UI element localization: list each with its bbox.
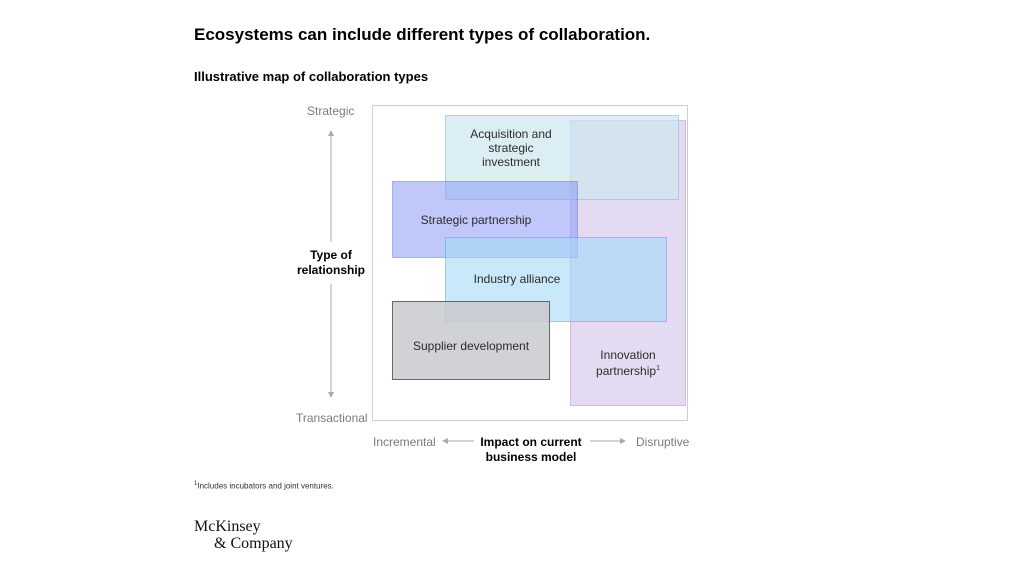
chart-frame [372, 105, 688, 421]
footnote-marker: 1 [194, 481, 198, 487]
innovation-footnote-marker: 1 [656, 365, 660, 372]
x-axis-left-label: Incremental [373, 435, 436, 449]
y-axis-title-line1: Type of [310, 248, 352, 262]
innovation-label-line2: partnership [596, 364, 657, 378]
y-axis-bottom-label: Transactional [296, 411, 368, 425]
page-title: Ecosystems can include different types o… [194, 25, 651, 44]
footnote-text: Includes incubators and joint ventures. [197, 481, 334, 491]
innovation-partnership-label: Innovation partnership1 [596, 348, 660, 378]
supplier-development-box [392, 301, 550, 380]
y-axis-title: Type of relationship [290, 248, 372, 278]
mckinsey-logo: McKinsey & Company [194, 518, 293, 552]
acquisition-label-line2: strategic [488, 141, 534, 155]
x-axis-right-label: Disruptive [636, 435, 690, 449]
innovation-label-line1: Innovation [600, 348, 656, 362]
x-axis-title-line2: business model [485, 450, 577, 464]
logo-line2: & Company [214, 535, 293, 552]
x-axis-title: Impact on current business model [475, 435, 587, 465]
acquisition-label-line1: Acquisition and [470, 127, 552, 141]
chart-subtitle: Illustrative map of collaboration types [194, 69, 429, 84]
y-axis-top-label: Strategic [307, 104, 355, 118]
industry-alliance-label: Industry alliance [473, 272, 561, 286]
y-axis-title-line2: relationship [296, 263, 365, 277]
footnote: 1Includes incubators and joint ventures. [194, 481, 334, 491]
strategic-partnership-label: Strategic partnership [420, 213, 532, 227]
acquisition-label: Acquisition and strategic investment [470, 127, 551, 169]
supplier-development-label: Supplier development [412, 339, 530, 353]
acquisition-label-line3: investment [481, 155, 541, 169]
logo-line1: McKinsey [194, 518, 261, 535]
x-axis-title-line1: Impact on current [480, 435, 582, 449]
